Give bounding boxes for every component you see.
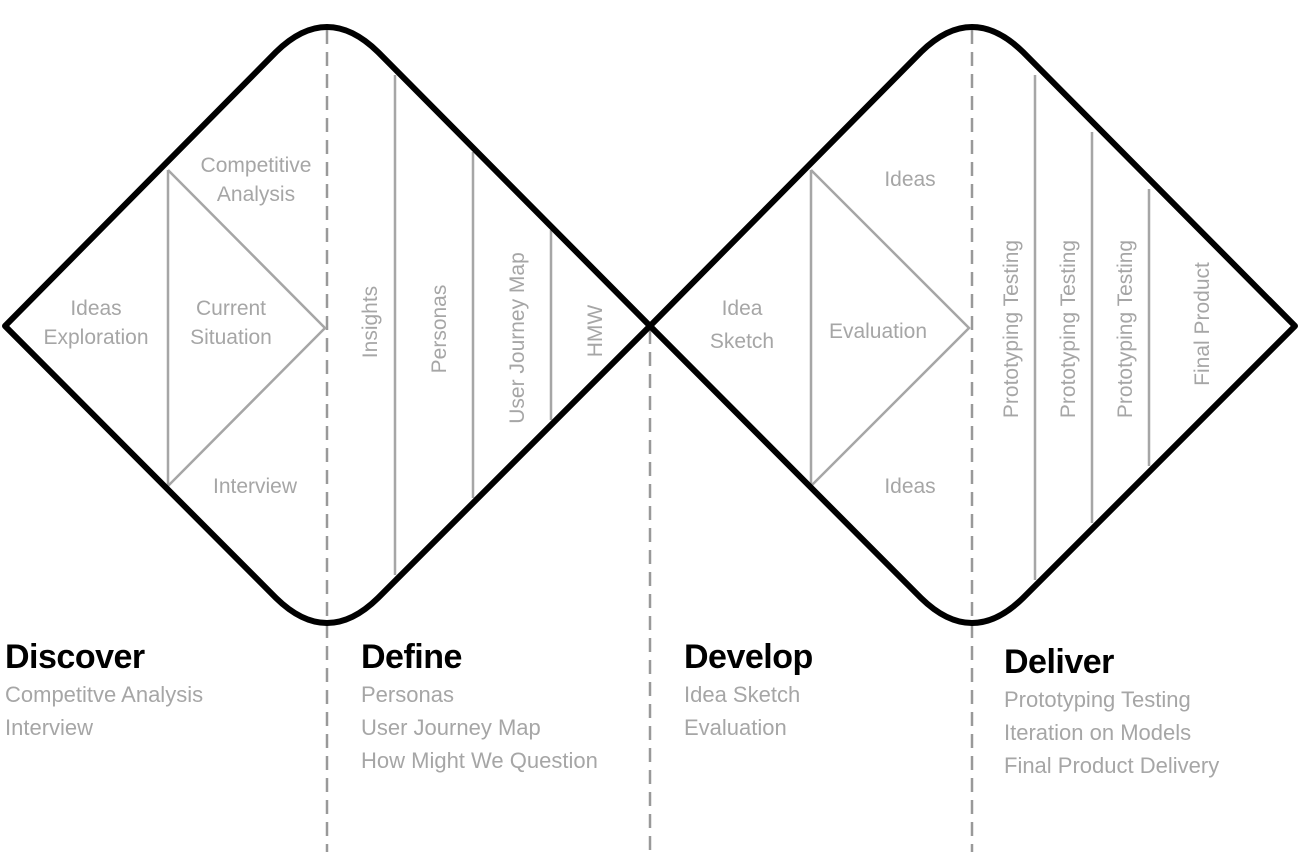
label-ideas-top: Ideas: [884, 168, 935, 191]
label-situation: Situation: [190, 326, 272, 349]
develop-inner-triangle: [809, 169, 971, 490]
phase-deliver: Deliver Prototyping Testing Iteration on…: [1004, 641, 1219, 782]
phase-title: Develop: [684, 638, 813, 676]
phase-develop: Develop Idea Sketch Evaluation: [684, 636, 813, 744]
phase-define: Define Personas User Journey Map How Mig…: [361, 636, 598, 777]
phase-item: Final Product Delivery: [1004, 753, 1220, 778]
label-user-journey-map: User Journey Map: [506, 252, 529, 424]
phase-item: Interview: [5, 715, 94, 740]
label-competitive: Competitive: [201, 154, 312, 177]
label-prototyping-1: Prototyping Testing: [1000, 240, 1023, 418]
label-exploration: Exploration: [43, 326, 148, 349]
phase-title: Define: [361, 638, 462, 676]
label-prototyping-2: Prototyping Testing: [1057, 240, 1080, 418]
phase-discover: Discover Competitve Analysis Interview: [5, 636, 203, 744]
label-prototyping-3: Prototyping Testing: [1114, 240, 1137, 418]
label-evaluation: Evaluation: [829, 320, 927, 343]
label-idea: Idea: [722, 297, 763, 320]
right-diamond-outline: [647, 24, 1298, 626]
phase-item: User Journey Map: [361, 715, 541, 740]
label-interview: Interview: [213, 475, 298, 498]
label-insights: Insights: [359, 286, 382, 358]
phase-title: Deliver: [1004, 643, 1114, 681]
phase-item: Competitve Analysis: [5, 682, 204, 707]
label-personas: Personas: [428, 285, 451, 374]
phase-item: Idea Sketch: [684, 682, 801, 707]
phase-item: Personas: [361, 682, 454, 707]
phase-item: Prototyping Testing: [1004, 687, 1191, 712]
label-ideas-bottom: Ideas: [884, 475, 935, 498]
left-diamond-outline: [2, 24, 653, 626]
phase-item: Iteration on Models: [1004, 720, 1192, 745]
label-final-product: Final Product: [1191, 262, 1214, 386]
phase-item: Evaluation: [684, 715, 787, 740]
discover-inner-triangle: [166, 169, 327, 490]
phase-item: How Might We Question: [361, 748, 598, 773]
label-analysis: Analysis: [217, 183, 295, 206]
label-hmw: HMW: [584, 305, 607, 358]
label-ideas: Ideas: [70, 297, 121, 320]
phase-title: Discover: [5, 638, 145, 676]
label-current: Current: [196, 297, 266, 320]
label-sketch: Sketch: [710, 330, 774, 353]
